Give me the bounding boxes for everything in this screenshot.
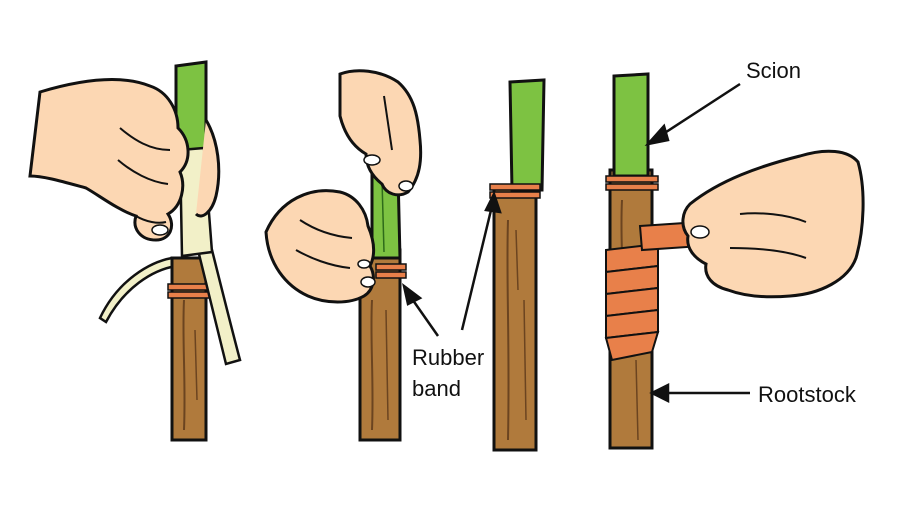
scion-arrow [659,82,741,138]
rootstock-3 [492,186,538,452]
scion-4 [612,72,650,178]
step-2-insert-scion [264,69,423,442]
rubber-band-2 [375,263,407,279]
peeled-bark-strip-right [196,248,242,366]
pointer-arrows [402,82,750,404]
peeled-bark-strip-left [98,256,178,324]
label-rubber-band-line2: band [412,376,461,401]
scion-3 [508,78,546,192]
hand-2-lower [264,189,376,304]
label-scion: Scion [746,58,801,83]
grafting-tape-wrap [604,242,660,362]
hand-1 [28,77,190,242]
hand-4 [681,149,865,299]
rubber-band-arrow-left [408,295,440,337]
label-rubber-band-line1: Rubber [412,345,484,370]
rubber-band-3 [489,183,541,199]
step-1-cut-stem [28,60,242,442]
step-4-wrapped-graft [604,72,865,450]
label-rootstock: Rootstock [758,382,857,407]
hand-2-upper [338,69,423,197]
rubber-band-arrow-right [460,205,494,331]
step-3-banded-graft [489,78,546,452]
